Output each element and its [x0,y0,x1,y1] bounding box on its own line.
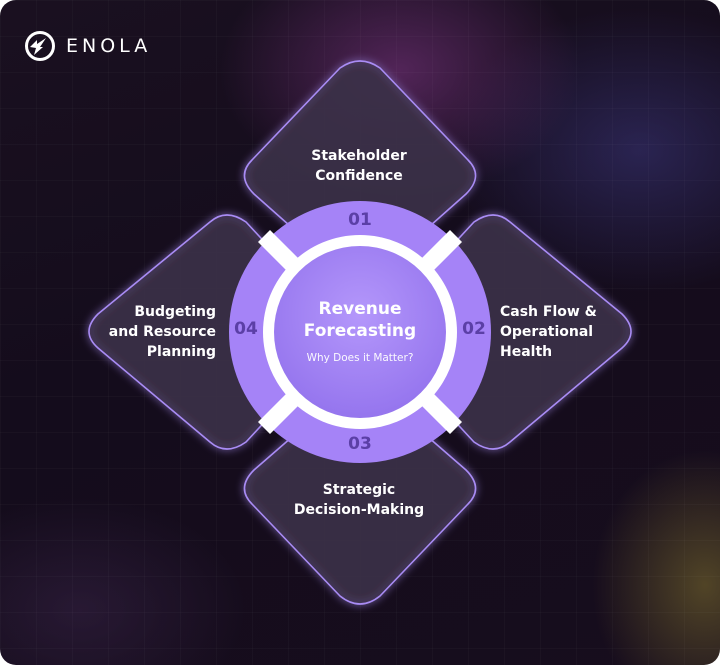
center-disc [274,246,446,418]
center-title: Revenue Forecasting [280,298,440,342]
item-number-02: 02 [462,319,486,339]
label-cash-flow: Cash Flow & Operational Health [500,302,630,362]
label-strategic-decision-making: Strategic Decision-Making [259,480,459,520]
center-subtitle: Why Does it Matter? [306,352,414,364]
label-line: Stakeholder [311,148,407,164]
center-title-line: Forecasting [303,321,417,341]
label-line: Confidence [315,168,403,184]
brand-logo: ENOLA [24,30,151,62]
center-title-line: Revenue [318,299,402,319]
label-line: and Resource [108,324,216,340]
label-budgeting: Budgeting and Resource Planning [90,302,216,362]
label-line: Decision-Making [293,502,425,518]
label-line: Operational [500,324,594,340]
label-line: Planning [146,344,216,360]
item-number-01: 01 [348,210,372,230]
label-line: Health [500,344,553,360]
label-line: Strategic [322,482,396,498]
brand-name: ENOLA [66,35,152,57]
label-line: Budgeting [134,304,216,320]
item-number-04: 04 [234,319,258,339]
enola-logo-icon [25,31,55,61]
label-line: Cash Flow & [500,304,597,320]
item-number-03: 03 [348,434,372,454]
label-stakeholder-confidence: Stakeholder Confidence [259,146,459,186]
